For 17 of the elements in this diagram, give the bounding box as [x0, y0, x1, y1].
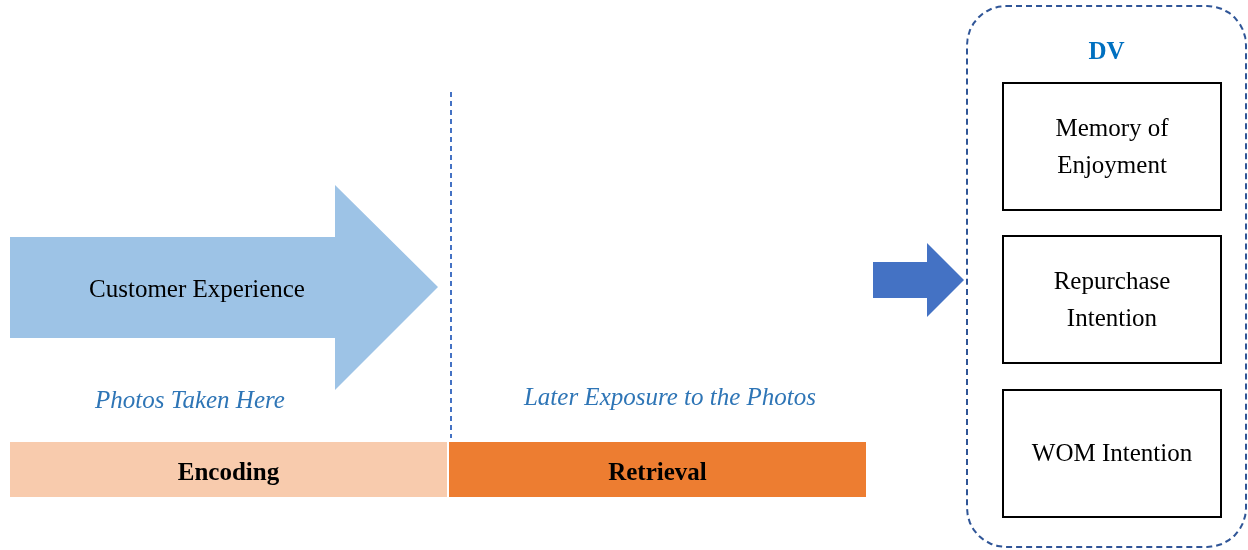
- dashed-group: [966, 5, 1247, 548]
- process-box: [1002, 82, 1222, 211]
- process-box: [1002, 389, 1222, 518]
- group-title: DV: [1087, 36, 1126, 66]
- phase-bar: [10, 442, 447, 497]
- node-label: Customer Experience: [88, 274, 306, 304]
- node-label: Repurchase Intention: [1052, 266, 1172, 333]
- phase-note: Later Exposure to the Photos: [522, 382, 818, 412]
- phase-bar: [449, 442, 866, 497]
- node-label: Memory of Enjoyment: [1054, 113, 1170, 180]
- node-label: WOM Intention: [1030, 438, 1194, 469]
- process-box: [1002, 235, 1222, 364]
- node-label: Encoding: [176, 457, 281, 487]
- node-label: Retrieval: [607, 457, 708, 487]
- phase-note: Photos Taken Here: [94, 385, 286, 415]
- block-arrow: [873, 243, 964, 317]
- block-arrow: [10, 185, 438, 390]
